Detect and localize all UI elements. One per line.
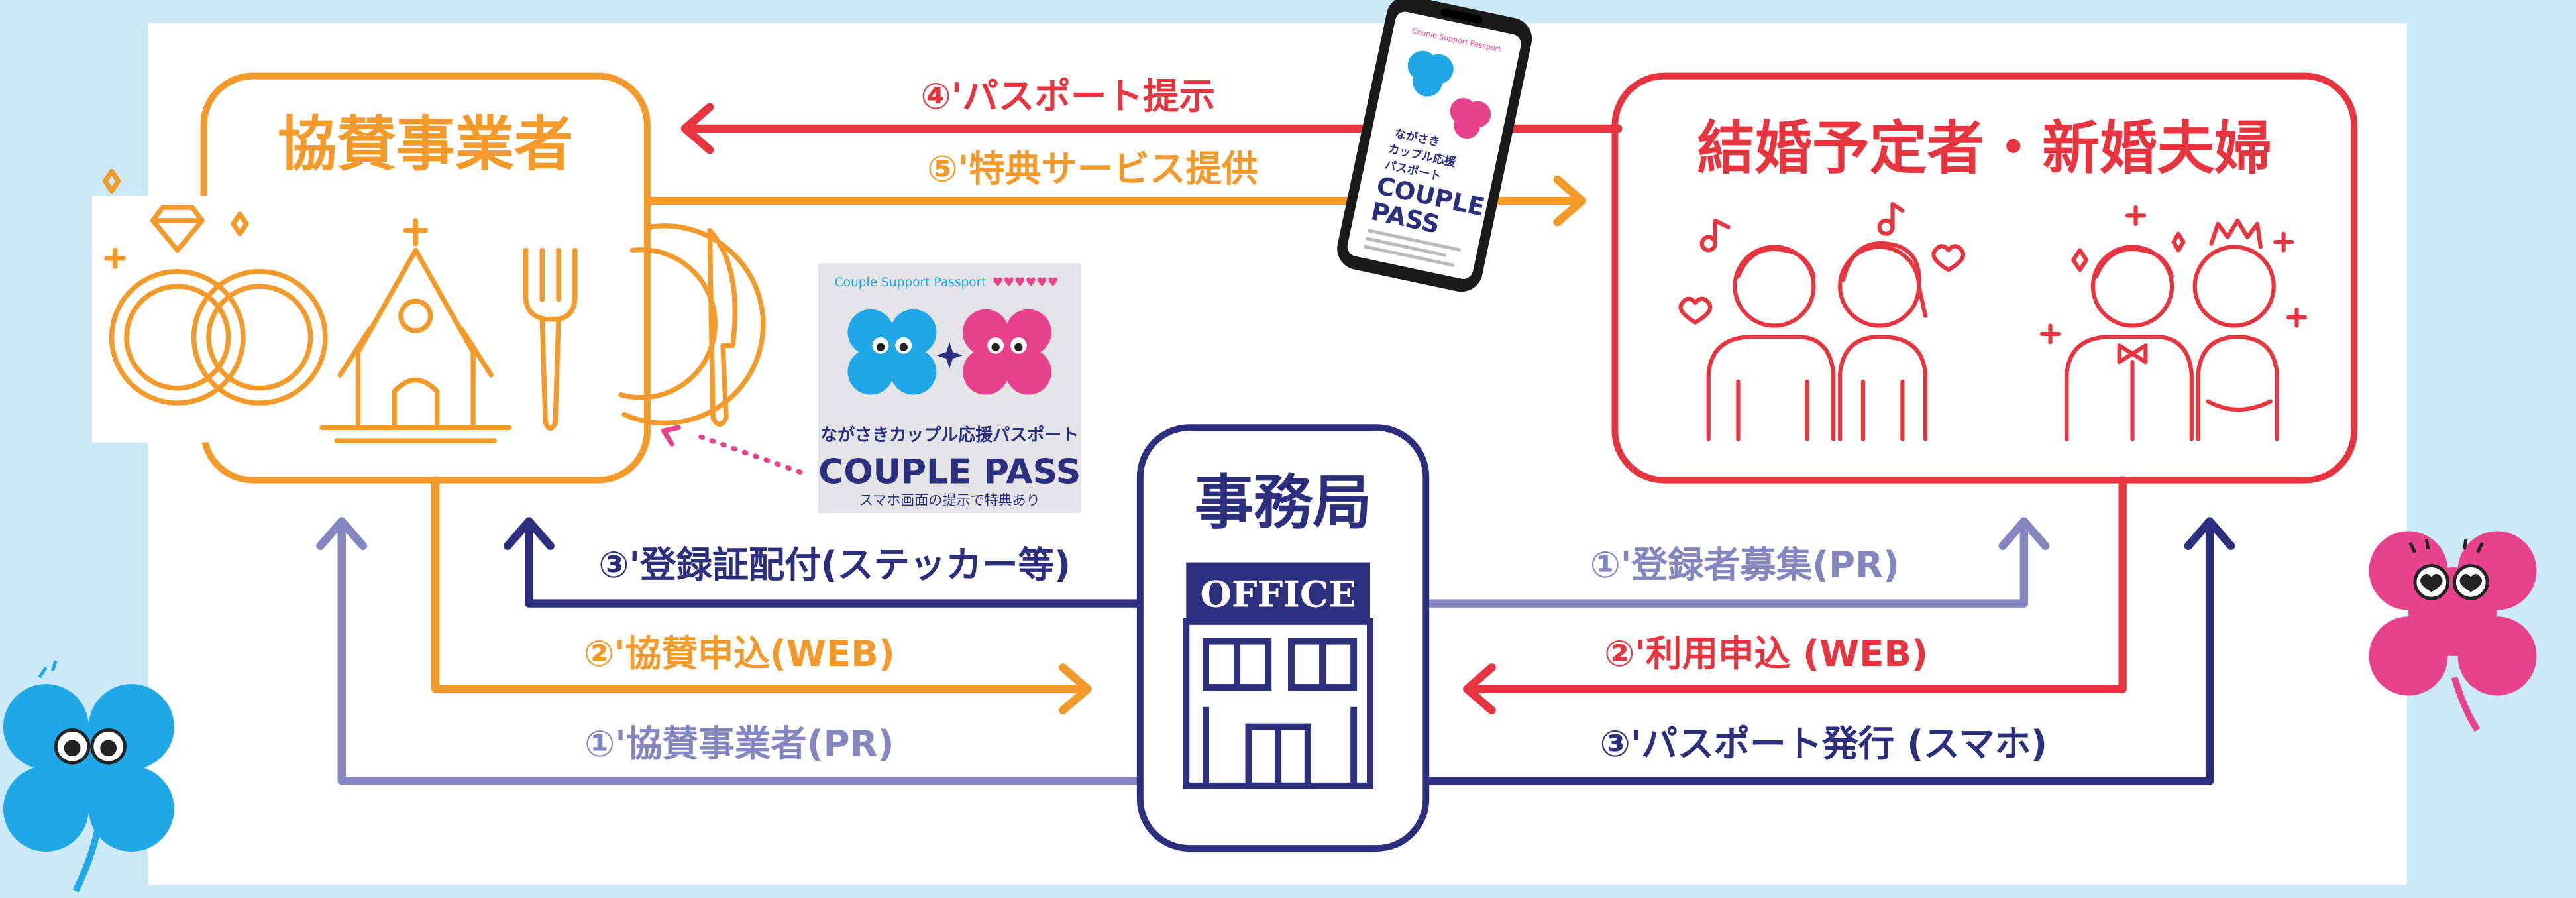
blue-clover-icon (847, 309, 937, 395)
office-sign: OFFICE (1200, 573, 1356, 616)
arrow-recruit-pr (1422, 517, 2050, 608)
label-sticker: ③'登録証配付(ステッカー等) (598, 543, 1071, 586)
office-building-icon: OFFICE (1183, 562, 1373, 789)
wedding-rings-icon (91, 168, 427, 443)
bride-groom-icon (2040, 205, 2307, 441)
cutlery-icon (523, 223, 766, 431)
couple-box (1611, 72, 2358, 484)
arrow-use-apply (1463, 476, 2127, 714)
label-passport-issue: ③'パスポート発行 (スマホ) (1600, 722, 2048, 765)
pink-clover-mascot-icon (2369, 531, 2537, 732)
passport-sticker-card: Couple Support Passport ♥♥♥♥♥♥ (818, 263, 1081, 514)
couple-title: 結婚予定者・新婚夫婦 (1697, 115, 2273, 182)
blue-clover-mascot-icon (3, 660, 174, 893)
sticker-logo: COUPLE PASS (818, 453, 1081, 492)
sponsor-title: 協賛事業者 (278, 111, 573, 180)
arrow-sponsor-pr (316, 517, 1145, 785)
sticker-header: Couple Support Passport (835, 276, 987, 290)
label-recruit-pr: ①'登録者募集(PR) (1590, 543, 1900, 586)
pink-clover-icon (963, 309, 1051, 395)
sparkle-icon (936, 342, 963, 368)
label-passport-show: ④'パスポート提示 (920, 75, 1215, 117)
sticker-name: ながさきカップル応援パスポート (820, 425, 1079, 445)
couple-casual-icon (1678, 201, 1966, 441)
label-sponsor-apply: ②'協賛申込(WEB) (584, 632, 895, 675)
sponsor-title-bg (242, 105, 608, 182)
arrow-passport-issue (1422, 517, 2235, 785)
couple-node: 結婚予定者・新婚夫婦 (1611, 72, 2358, 484)
sponsor-node: 協賛事業者 (91, 72, 766, 484)
phone-screen (1347, 11, 1521, 279)
smartphone-icon: Couple Support Passport ながさき カップル応援 パスポー… (1337, 0, 1532, 292)
label-use-apply: ②'利用申込 (WEB) (1604, 632, 1928, 675)
arrow-sticker (503, 517, 1145, 608)
arrow-sticker-dotted (661, 425, 803, 475)
office-title: 事務局 (1195, 469, 1372, 537)
church-icon (319, 218, 512, 443)
label-sponsor-pr: ①'協賛事業者(PR) (584, 722, 894, 765)
arrow-sponsor-apply (431, 476, 1092, 714)
sticker-hearts: ♥♥♥♥♥♥ (993, 276, 1059, 290)
office-node: 事務局 OFFICE (1136, 424, 1430, 852)
label-service: ⑤'特典サービス提供 (927, 147, 1258, 190)
sticker-note: スマホ画面の提示で特典あり (859, 492, 1040, 508)
